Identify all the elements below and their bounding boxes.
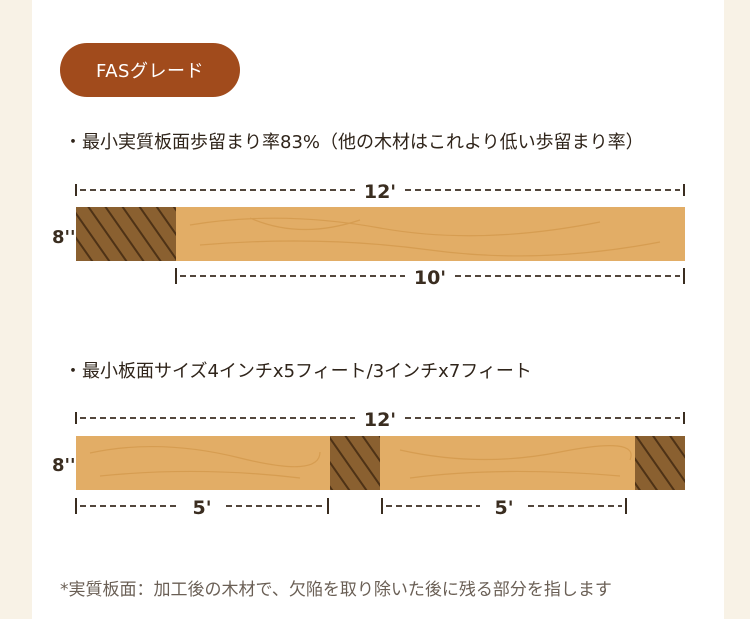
defect-section-2: [635, 436, 685, 490]
grade-badge: FASグレード: [60, 43, 240, 97]
clear-length-label-2: 5': [494, 497, 513, 518]
clear-length-label-1: 5': [192, 497, 211, 518]
board-diagram-1: 12' 8'' 10': [52, 181, 685, 289]
clear-length-label: 10': [414, 267, 446, 289]
width-label: 8'': [52, 455, 76, 476]
clear-length-dimension-1: [75, 498, 329, 514]
clear-length-dimension: [175, 268, 685, 284]
width-label: 8'': [52, 227, 76, 248]
clear-wood-section-1: [76, 436, 330, 490]
total-length-dimension: [75, 184, 685, 196]
clear-length-dimension-2: [381, 498, 627, 514]
defect-section-1: [330, 436, 380, 490]
total-length-label: 12': [364, 181, 396, 203]
total-length-label: 12': [364, 409, 396, 431]
size-bullet: ・最小板面サイズ4インチx5フィート/3インチx7フィート: [64, 361, 532, 382]
total-length-dimension: [75, 412, 685, 424]
yield-bullet: ・最小実質板面歩留まり率83%（他の木材はこれより低い歩留まり率）: [64, 132, 644, 153]
board-diagram-2: 12' 8'' 5' 5': [52, 409, 685, 518]
content-card: [32, 0, 724, 619]
clear-wood-section-2: [380, 436, 635, 490]
footnote: *実質板面：加工後の木材で、欠陥を取り除いた後に残る部分を指します: [60, 580, 612, 600]
defect-section: [76, 207, 176, 261]
